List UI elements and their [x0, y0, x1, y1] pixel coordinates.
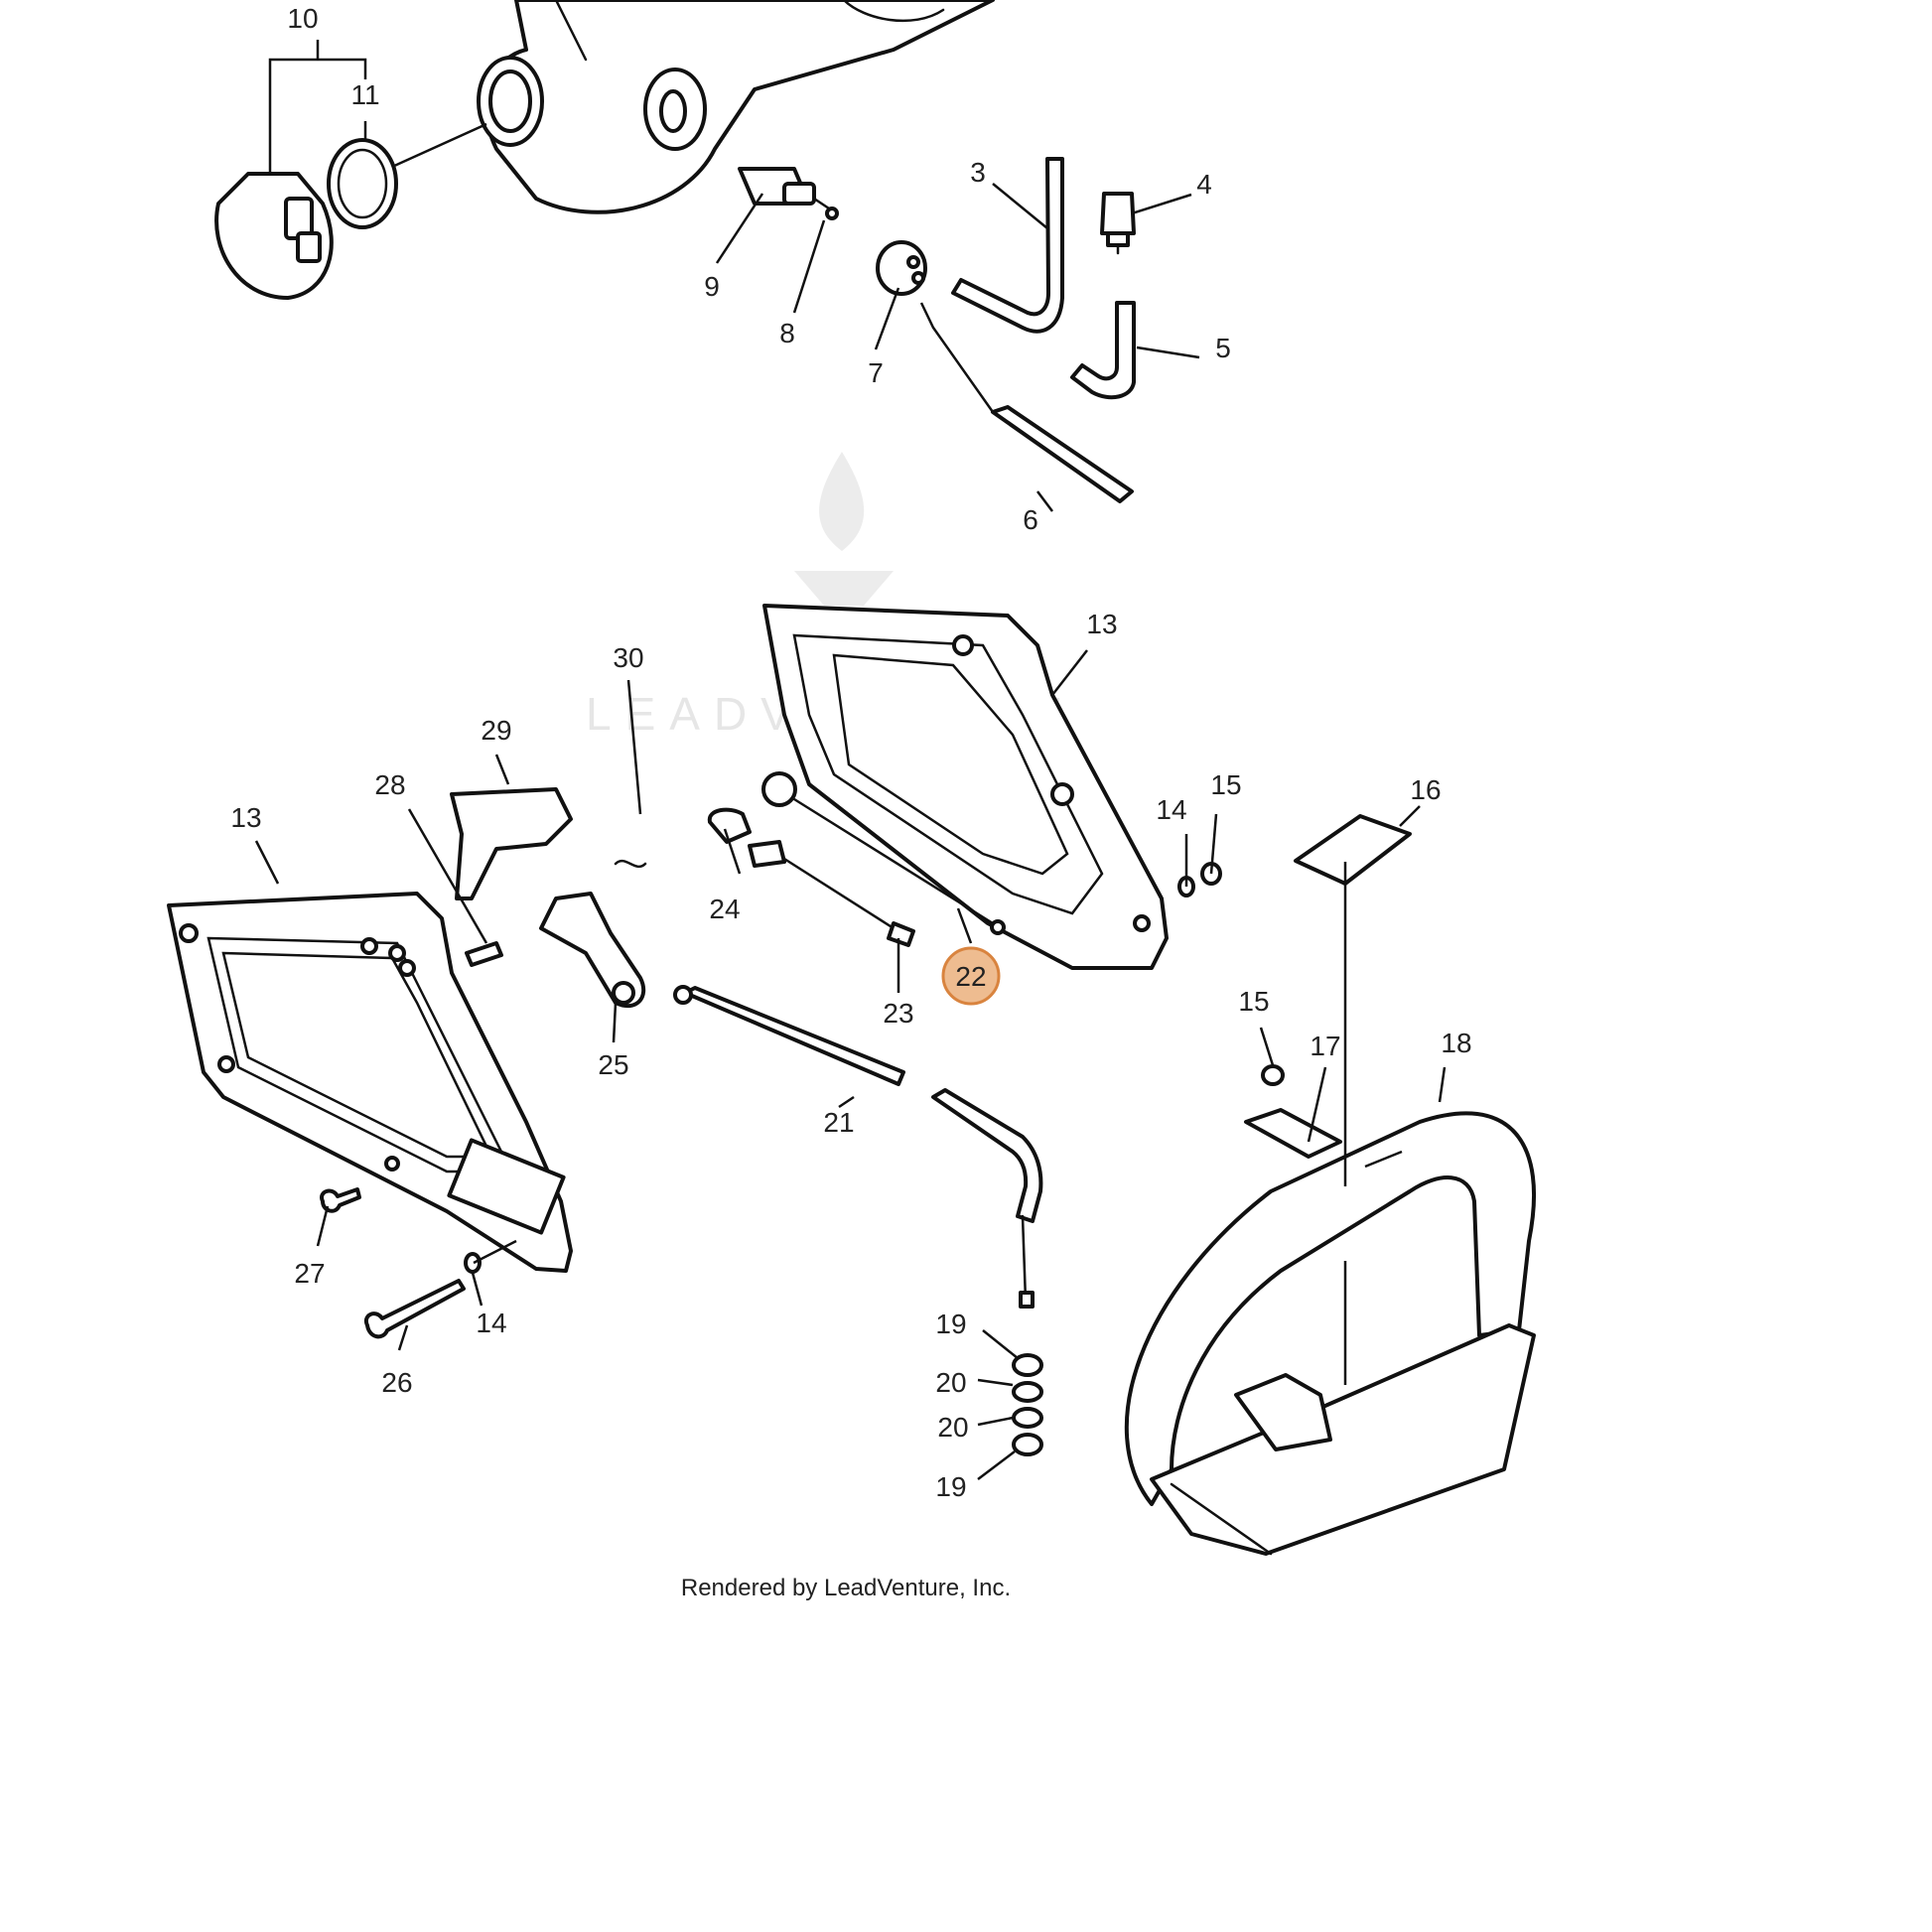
- callout-label[interactable]: 19: [935, 1309, 966, 1339]
- callout-label[interactable]: 20: [937, 1412, 968, 1443]
- wires-drawing: [707, 771, 1006, 947]
- callout-label[interactable]: 5: [1215, 333, 1231, 363]
- trigger-parts-drawing: [450, 787, 647, 1009]
- callout-label[interactable]: 13: [1086, 609, 1117, 639]
- washer-20-top-drawing: [1012, 1381, 1043, 1403]
- primer-drawing: [1100, 192, 1136, 255]
- leader-lines: [254, 40, 1447, 1480]
- callout-label[interactable]: 30: [613, 642, 643, 673]
- callout-label[interactable]: 14: [476, 1308, 506, 1338]
- callout-label[interactable]: 16: [1410, 774, 1441, 805]
- callout-label[interactable]: 6: [1023, 504, 1038, 535]
- nut-19-bottom-drawing: [1012, 1433, 1043, 1456]
- callout-label[interactable]: 29: [481, 715, 511, 746]
- callout-label[interactable]: 21: [823, 1107, 854, 1138]
- callout-label[interactable]: 14: [1156, 794, 1186, 825]
- right-housing-drawing: [762, 604, 1169, 970]
- washer-20-bottom-drawing: [1012, 1407, 1043, 1429]
- grommet-drawing: [876, 240, 927, 296]
- callout-label[interactable]: 20: [935, 1367, 966, 1398]
- nut-19-top-drawing: [1012, 1353, 1043, 1377]
- highlight-circle: [941, 946, 1001, 1006]
- callout-label[interactable]: 15: [1210, 769, 1241, 800]
- callout-label[interactable]: 10: [287, 3, 318, 34]
- callout-label[interactable]: 7: [868, 357, 884, 388]
- fuel-line-3-drawing: [951, 157, 1064, 334]
- callout-label[interactable]: 19: [935, 1471, 966, 1502]
- callout-label[interactable]: 24: [709, 894, 740, 924]
- hose-6-drawing: [991, 405, 1134, 503]
- callout-label[interactable]: 28: [374, 769, 405, 800]
- callout-label[interactable]: 18: [1441, 1028, 1471, 1058]
- callout-label[interactable]: 4: [1196, 169, 1212, 200]
- fuel-filter-drawing: [738, 167, 839, 220]
- fuel-line-5-drawing: [1070, 301, 1136, 400]
- callout-label[interactable]: 26: [381, 1367, 412, 1398]
- callout-label[interactable]: 17: [1310, 1031, 1340, 1061]
- callout-label[interactable]: 3: [970, 157, 986, 188]
- callout-label[interactable]: 23: [883, 998, 913, 1029]
- callout-label[interactable]: 8: [779, 318, 795, 348]
- render-credit: Rendered by LeadVenture, Inc.: [681, 1575, 1011, 1601]
- callout-label[interactable]: 27: [294, 1258, 325, 1289]
- front-handle-drawing: [1124, 1111, 1537, 1556]
- callout-label[interactable]: 13: [230, 802, 261, 833]
- callout-labels: 10 11 9 8 7 3 4 5 6 13 30 29 28 13 24 23…: [230, 3, 1471, 1502]
- cable-drawing: [673, 985, 1043, 1456]
- callout-label-highlighted[interactable]: 22: [955, 961, 986, 992]
- fuel-tank-drawing: [477, 0, 995, 214]
- callout-label[interactable]: 15: [1238, 986, 1269, 1017]
- callout-label[interactable]: 11: [350, 79, 379, 110]
- callout-label[interactable]: 9: [704, 271, 720, 302]
- left-housing-drawing: [167, 892, 573, 1273]
- fuel-cap-drawing: [214, 172, 334, 300]
- callout-label[interactable]: 25: [598, 1049, 628, 1080]
- screws-drawing: [320, 1187, 466, 1339]
